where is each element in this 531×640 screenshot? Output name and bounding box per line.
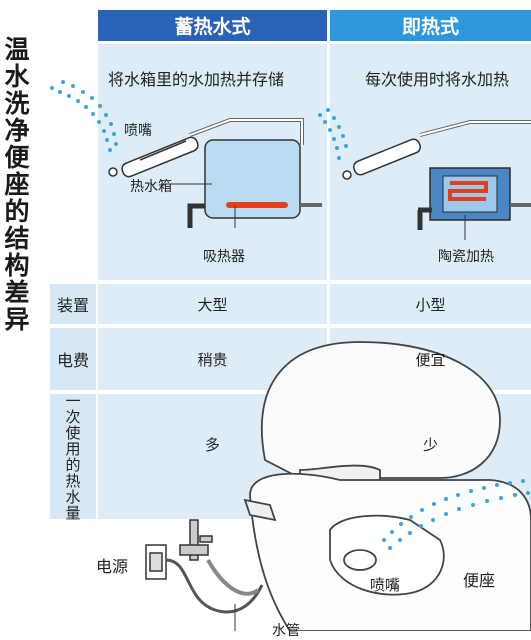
water-pipe-label: 水管 <box>272 623 300 639</box>
water-valve-icon <box>179 519 213 561</box>
toilet-illustration <box>243 341 531 631</box>
row-label-hotwater: 一次 使用 的热 水量 <box>50 393 96 521</box>
hotwater-storage-value: 多 <box>204 435 220 454</box>
water-hose <box>206 559 260 596</box>
water-spray-right <box>318 108 348 160</box>
storage-description: 将水箱里的水加热并存储 <box>108 70 285 89</box>
power-label: 电源 <box>96 557 129 576</box>
instant-heater-label: 陶瓷加热 <box>438 249 494 265</box>
storage-nozzle-label: 喷嘴 <box>124 123 152 139</box>
instant-nozzle-icon <box>342 138 422 180</box>
row-label-cost: 电费 <box>50 328 96 390</box>
ceramic-heater-unit <box>417 167 531 230</box>
storage-heater-label: 吸热器 <box>203 249 245 265</box>
heater-element <box>226 202 288 208</box>
toilet-seat-label: 便座 <box>463 571 496 590</box>
power-plug-icon <box>145 544 167 580</box>
header-storage: 蓄热水式 <box>98 10 327 41</box>
instant-description: 每次使用时将水加热 <box>365 70 510 89</box>
cost-storage-value: 稍贵 <box>197 350 228 369</box>
cost-instant-value: 便宜 <box>415 350 446 369</box>
header-instant: 即热式 <box>330 10 531 41</box>
nozzle-icon <box>108 136 199 178</box>
device-storage-value: 大型 <box>197 295 228 314</box>
water-spray-left <box>50 80 118 152</box>
power-cord <box>165 558 264 614</box>
toilet-nozzle-label: 喷嘴 <box>370 576 401 594</box>
device-instant-value: 小型 <box>415 295 446 314</box>
hotwater-instant-value: 少 <box>422 435 438 454</box>
page-title: 温水 洗净 便座 的结 构差 异 <box>4 35 30 334</box>
storage-tank-label: 热水箱 <box>130 179 172 195</box>
toilet-water-spray <box>382 479 530 550</box>
water-tank <box>204 139 301 219</box>
row-label-device: 装置 <box>50 284 96 324</box>
